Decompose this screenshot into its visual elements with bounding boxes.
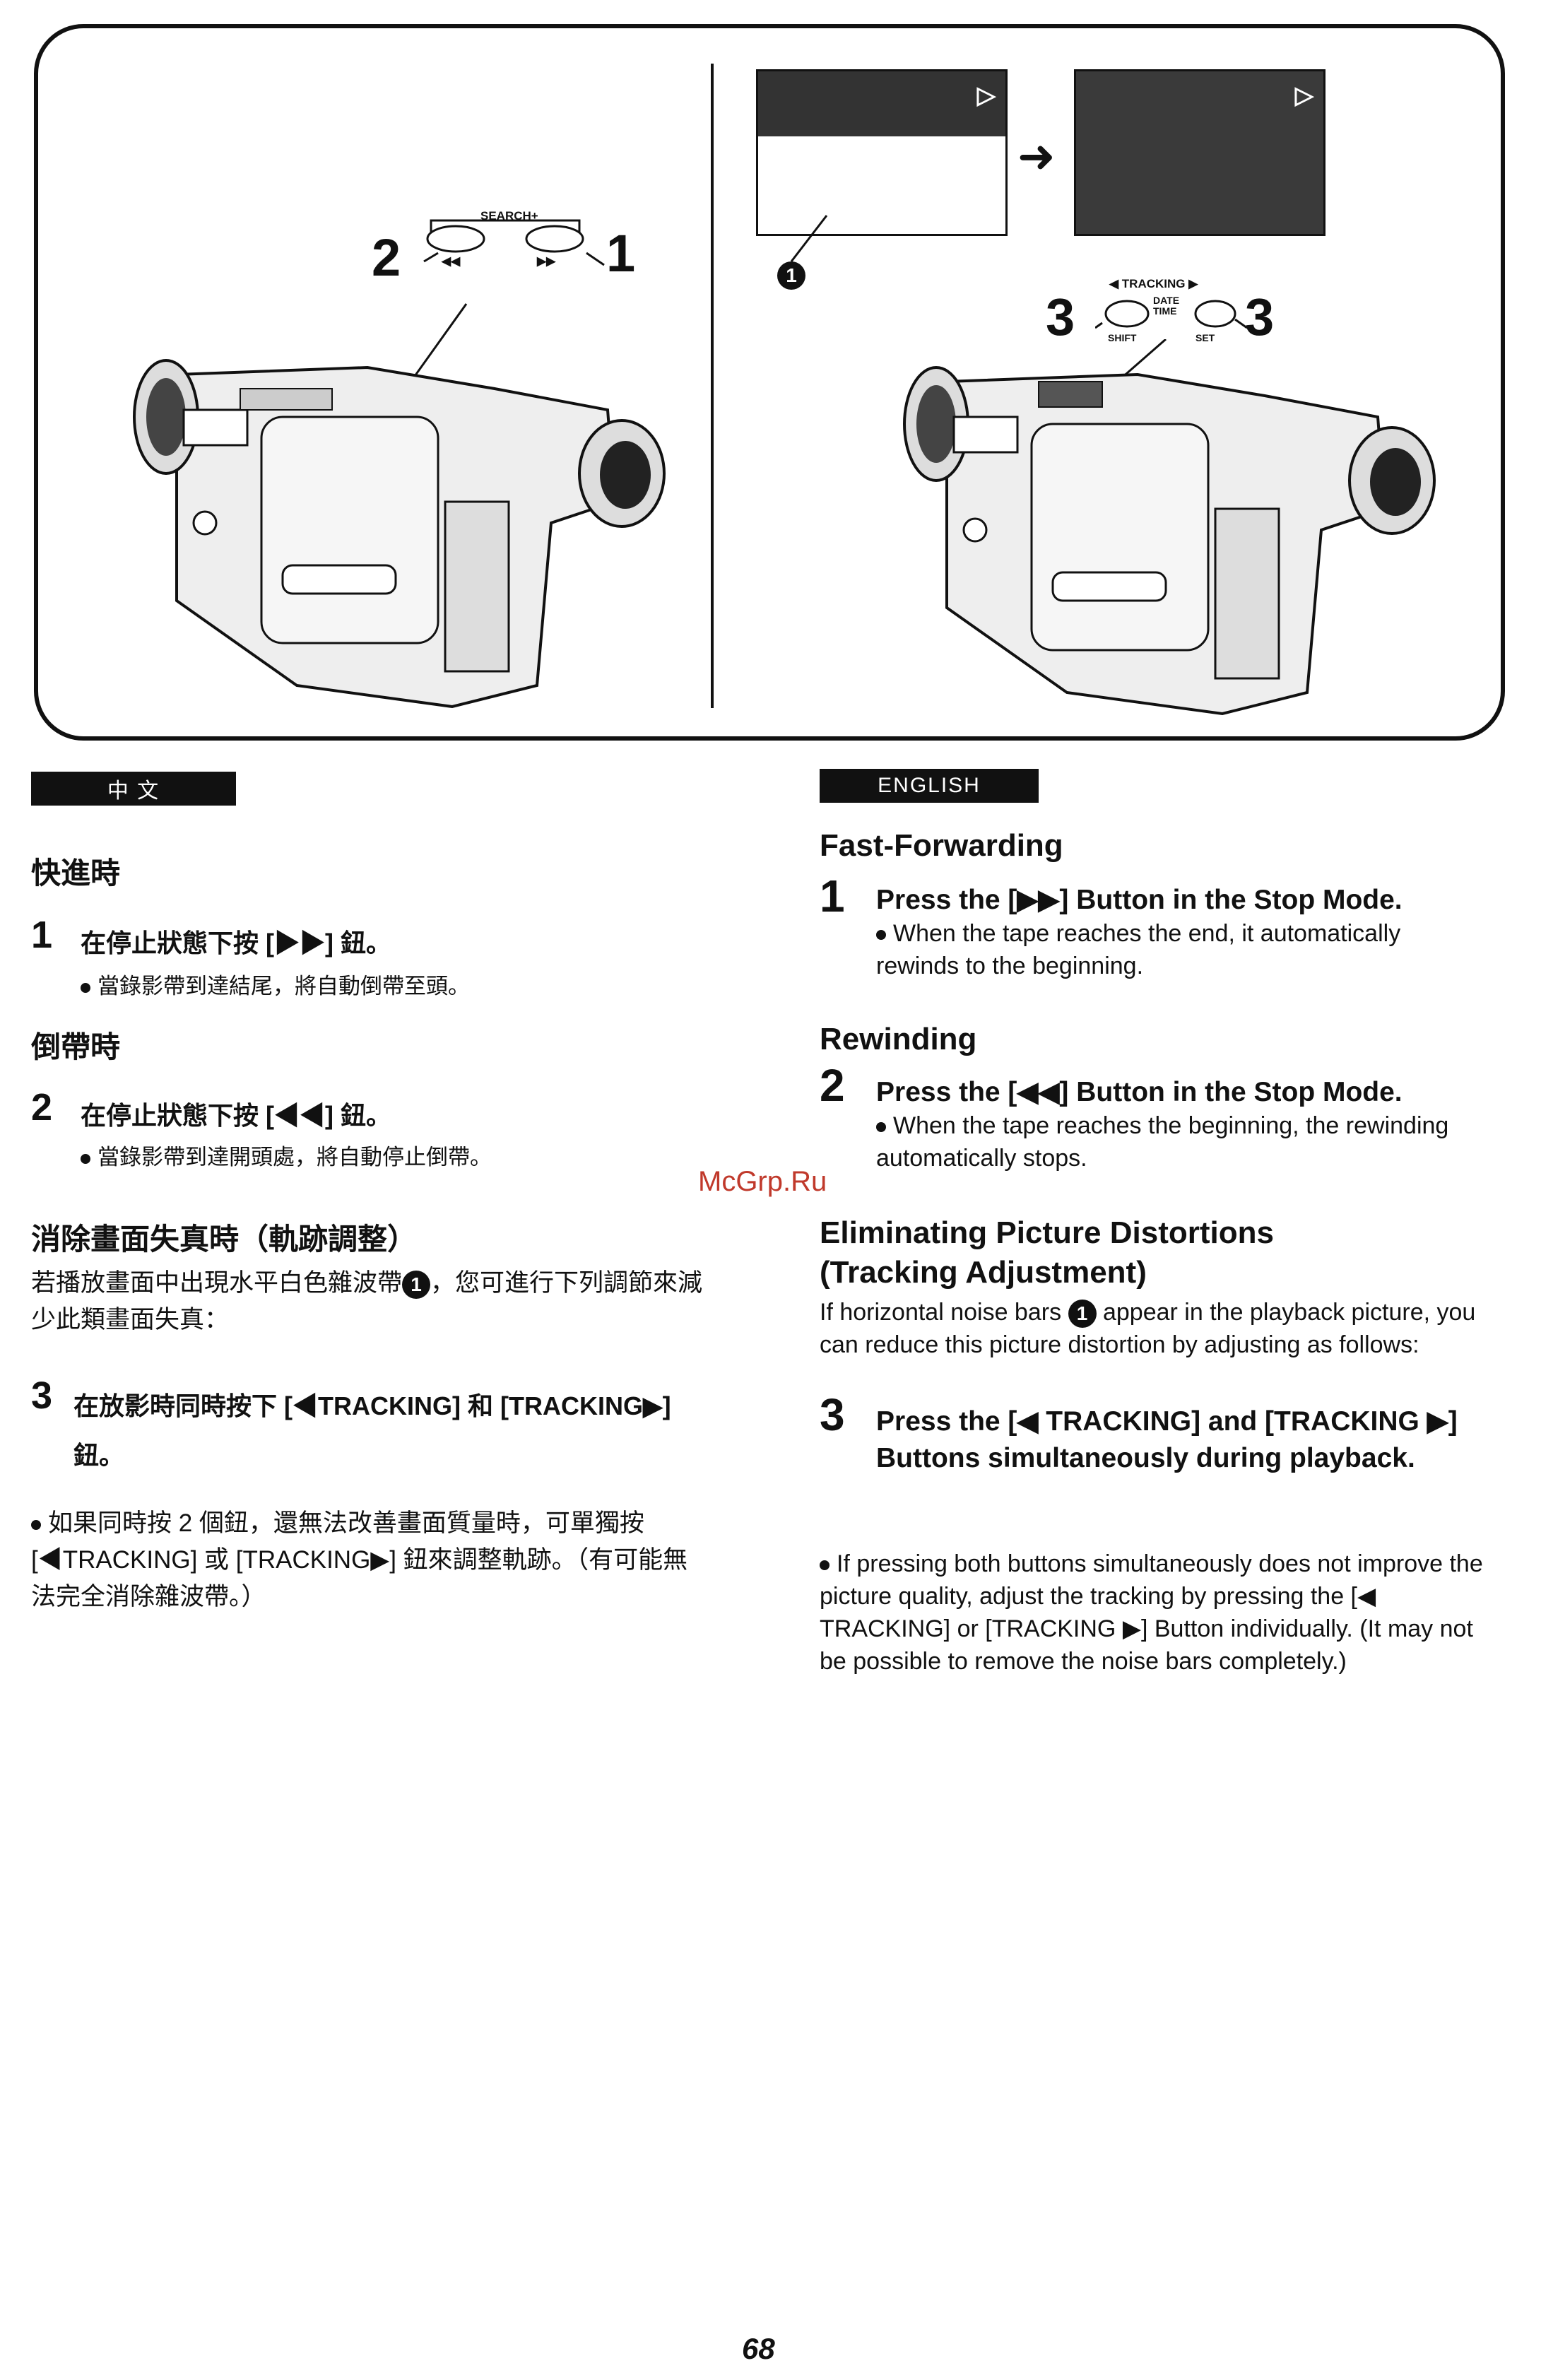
figure-divider [711, 64, 714, 708]
noise-marker-1: 1 [777, 261, 805, 290]
en-step1-note-text: When the tape reaches the end, it automa… [876, 920, 1401, 979]
ff-symbol: ▶▶ [537, 254, 556, 268]
zh-step2-text: 在停止狀態下按 [◀◀] 鈕。 [81, 1101, 391, 1130]
clear-screen: ▷ [1074, 69, 1326, 236]
en-step1-number: 1 [820, 871, 845, 921]
zh-tracking-intro-b: ，您可進行下列調節來減少此類畫面失真： [31, 1269, 703, 1333]
camcorder-illustration-left [99, 290, 692, 721]
zh-step3-number: 3 [31, 1374, 53, 1417]
en-heading-tracking-2: (Tracking Adjustment) [820, 1255, 1147, 1290]
en-tracking-intro-a: If horizontal noise bars [820, 1299, 1062, 1326]
bullet-icon [820, 1560, 829, 1571]
page-number: 68 [742, 2332, 775, 2365]
tracking-buttons-icon [1094, 300, 1248, 329]
zh-step1-number: 1 [31, 914, 53, 956]
search-button-diagram [367, 198, 636, 290]
en-step2-number: 2 [820, 1060, 845, 1111]
noisy-screen-top [758, 71, 1005, 136]
zh-step2-number: 2 [31, 1086, 53, 1129]
tracking-label: ◀ TRACKING ▶ [1109, 277, 1198, 290]
zh-step1-note: 當錄影帶到達結尾，將自動倒帶至頭。 [81, 968, 470, 1000]
en-step2-note: When the tape reaches the beginning, the… [876, 1109, 1484, 1174]
zh-step1-note-text: 當錄影帶到達結尾，將自動倒帶至頭。 [98, 974, 470, 998]
en-step2-text: Press the [◀◀] Button in the Stop Mode. [876, 1077, 1403, 1107]
zh-tracking-intro-a: 若播放畫面中出現水平白色雜波帶 [31, 1269, 403, 1297]
play-icon: ▷ [976, 82, 996, 109]
callout-2: 2 [372, 228, 401, 287]
noisy-screen: ▷ [756, 69, 1008, 236]
arrow-icon: ➜ [1017, 131, 1056, 182]
en-tracking-intro-b: appear in the playback picture, you can … [820, 1299, 1476, 1358]
en-step3-note: If pressing both buttons simultaneously … [820, 1548, 1484, 1678]
tracking-button-diagram [1094, 291, 1265, 348]
watermark: McGrp.Ru [698, 1166, 827, 1197]
search-bracket-icon [423, 219, 605, 266]
en-step3-text: Press the [◀ TRACKING] and [TRACKING ▶] … [876, 1406, 1458, 1473]
date-time-label: DATE TIME [1153, 295, 1180, 317]
en-step3-note-text: If pressing both buttons simultaneously … [820, 1550, 1483, 1675]
zh-step1-text: 在停止狀態下按 [▶▶] 鈕。 [81, 929, 391, 958]
zh-heading-tracking: 消除畫面失真時（軌跡調整） [31, 1223, 418, 1256]
en-step3-number: 3 [820, 1389, 845, 1440]
callout-3-left: 3 [1046, 288, 1075, 346]
en-step1-note: When the tape reaches the end, it automa… [876, 917, 1484, 982]
en-heading-tracking-1: Eliminating Picture Distortions [820, 1215, 1274, 1250]
en-step1-text: Press the [▶▶] Button in the Stop Mode. [876, 885, 1403, 915]
bullet-icon [31, 1519, 41, 1530]
zh-step3-text: 在放影時同時按下 [◀TRACKING] 和 [TRACKING▶] 鈕。 [73, 1391, 671, 1470]
bullet-icon [81, 982, 90, 993]
bullet-icon [876, 1122, 886, 1133]
zh-step2-note: 當錄影帶到達開頭處，將自動停止倒帶。 [81, 1139, 492, 1171]
noise-marker-ref-en: 1 [1068, 1300, 1097, 1329]
zh-step3-note: 如果同時按 2 個鈕，還無法改善畫面質量時，可單獨按 [◀TRACKING] 或… [31, 1505, 709, 1615]
english-section-label: ENGLISH [820, 769, 1039, 803]
noise-marker-ref: 1 [402, 1270, 431, 1299]
callout-1: 1 [606, 224, 636, 283]
rewind-symbol: ◀◀ [442, 254, 461, 268]
search-label: SEARCH+ [480, 209, 538, 223]
en-tracking-intro: If horizontal noise bars 1 appear in the… [820, 1296, 1491, 1361]
zh-heading-rewind: 倒帶時 [31, 1030, 121, 1064]
en-step2-note-text: When the tape reaches the beginning, the… [876, 1112, 1449, 1172]
noise-pointer [777, 212, 834, 269]
zh-step2-note-text: 當錄影帶到達開頭處，將自動停止倒帶。 [98, 1145, 492, 1170]
chinese-section-label: 中 文 [31, 772, 236, 806]
bullet-icon [81, 1153, 90, 1164]
figure-frame [34, 24, 1505, 741]
en-heading-fast-forward: Fast-Forwarding [820, 828, 1063, 863]
zh-heading-fast-forward: 快進時 [31, 856, 121, 890]
callout-3-right: 3 [1245, 288, 1275, 346]
shift-label: SHIFT [1108, 332, 1137, 343]
set-label: SET [1195, 332, 1215, 343]
zh-step3-note-text: 如果同時按 2 個鈕，還無法改善畫面質量時，可單獨按 [◀TRACKING] 或… [31, 1509, 688, 1610]
bullet-icon [876, 930, 886, 941]
en-heading-rewind: Rewinding [820, 1022, 977, 1056]
play-icon-2: ▷ [1294, 82, 1313, 109]
camcorder-illustration-right [869, 338, 1463, 721]
